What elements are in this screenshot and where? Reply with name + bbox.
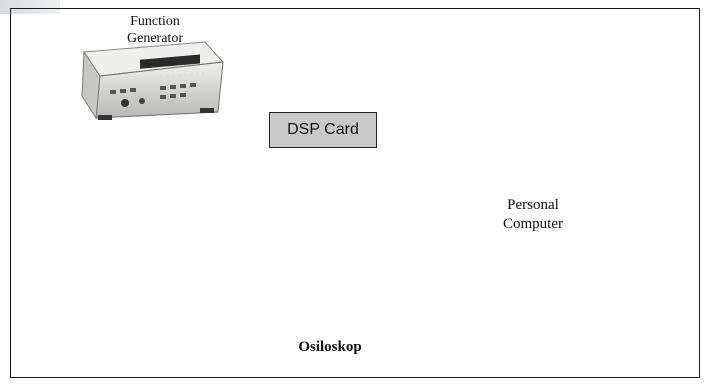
oscilloscope-label: Osiloskop <box>275 339 385 356</box>
personal-computer-label: Personal Computer <box>478 196 588 234</box>
corner-artifact <box>0 0 60 14</box>
fg-display-readout: 1 7 5 6 0 0 2 0 0 0 <box>148 71 205 82</box>
function-generator-label: Function Generator <box>105 13 205 47</box>
pc-label-line2: Computer <box>503 216 563 232</box>
fg-label-line2: Generator <box>127 31 183 46</box>
dsp-card-box: DSP Card <box>269 112 377 148</box>
fg-label-line1: Function <box>130 14 180 29</box>
oscilloscope-label-text: Osiloskop <box>298 339 362 355</box>
pc-label-line1: Personal <box>507 197 559 213</box>
diagram-frame <box>10 8 700 378</box>
dsp-card-label: DSP Card <box>287 121 359 138</box>
function-generator-device <box>81 41 225 120</box>
